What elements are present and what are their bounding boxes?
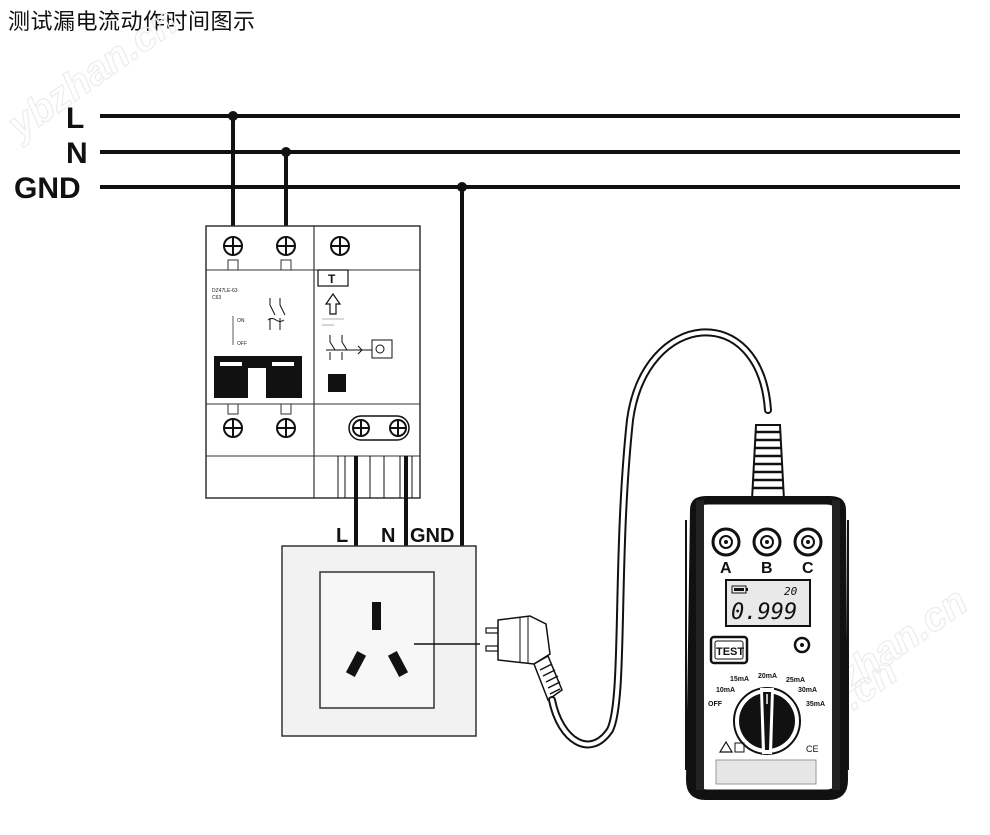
breaker-model: DZ47LE-63 — [212, 288, 238, 294]
lcd-display — [725, 579, 811, 627]
plug-icon — [485, 615, 563, 702]
socket-ground-slot — [372, 602, 381, 630]
breaker-rating: C63 — [212, 295, 221, 301]
watermark-1: ybzhan.cn — [0, 0, 185, 149]
socket-label-l: L — [336, 525, 348, 547]
selector-option-30ma: 30mA — [798, 687, 817, 694]
selector-option-25ma: 25mA — [786, 677, 805, 684]
socket-label-gnd: GND — [410, 525, 454, 547]
selector-option-15ma: 15mA — [730, 676, 749, 683]
socket-right-slot — [387, 651, 409, 677]
screw-terminal-icon — [276, 236, 296, 256]
label-strip — [715, 759, 817, 785]
selector-option-off: OFF — [708, 701, 723, 708]
socket-feed-wires — [354, 456, 408, 548]
terminal-jack-c-icon — [793, 527, 823, 557]
socket-label-n: N — [381, 525, 395, 547]
feed-wires — [231, 116, 464, 548]
terminal-jack-a-icon — [711, 527, 741, 557]
screw-terminal-icon — [389, 419, 407, 437]
selector-option-35ma: 35mA — [806, 701, 825, 708]
terminal-label-c: C — [802, 560, 814, 577]
breaker-on-label: ON — [237, 318, 245, 324]
screw-terminal-icon — [276, 418, 296, 438]
bus-label-n: N — [66, 137, 88, 170]
residual-circuit-symbol-icon — [326, 335, 393, 360]
terminal-label-a: A — [720, 560, 732, 577]
selector-option-20ma: 20mA — [758, 673, 777, 680]
wall-socket — [281, 545, 477, 737]
warning-icon — [718, 740, 734, 753]
bus-label-gnd: GND — [14, 172, 81, 205]
lcd-value: 0.999 — [731, 600, 797, 625]
screw-terminal-icon — [352, 419, 370, 437]
battery-icon — [731, 585, 748, 594]
screw-terminal-icon — [330, 236, 350, 256]
indicator-led-icon — [793, 636, 811, 654]
breaker-test-label: T — [328, 272, 336, 286]
socket-left-slot — [345, 651, 367, 677]
double-insulation-icon — [734, 742, 745, 753]
lcd-range: 20 — [784, 585, 798, 598]
ce-mark: CE — [806, 744, 819, 754]
bus-label-l: L — [66, 102, 84, 135]
bus-lines — [100, 114, 960, 189]
arrow-up-icon — [324, 292, 342, 315]
screw-terminal-icon — [223, 236, 243, 256]
selector-option-10ma: 10mA — [716, 687, 735, 694]
test-button-square — [328, 374, 346, 392]
switch-symbol-icon — [267, 298, 286, 330]
rotary-selector[interactable] — [733, 687, 801, 755]
leakage-tester: A B C 20 0.999 TEST OFF 10mA 15mA 20mA 2… — [685, 496, 849, 800]
breaker-off-label: OFF — [237, 341, 247, 347]
rcbo-breaker: DZ47LE-63 C63 ON OFF T — [205, 225, 421, 499]
terminal-jack-b-icon — [752, 527, 782, 557]
test-button[interactable] — [709, 635, 749, 665]
test-button-label: TEST — [716, 646, 744, 658]
cable-strain-relief — [750, 424, 786, 501]
diagram-title: 测试漏电流动作时间图示 — [8, 10, 256, 35]
terminal-label-b: B — [761, 560, 773, 577]
screw-terminal-icon — [223, 418, 243, 438]
